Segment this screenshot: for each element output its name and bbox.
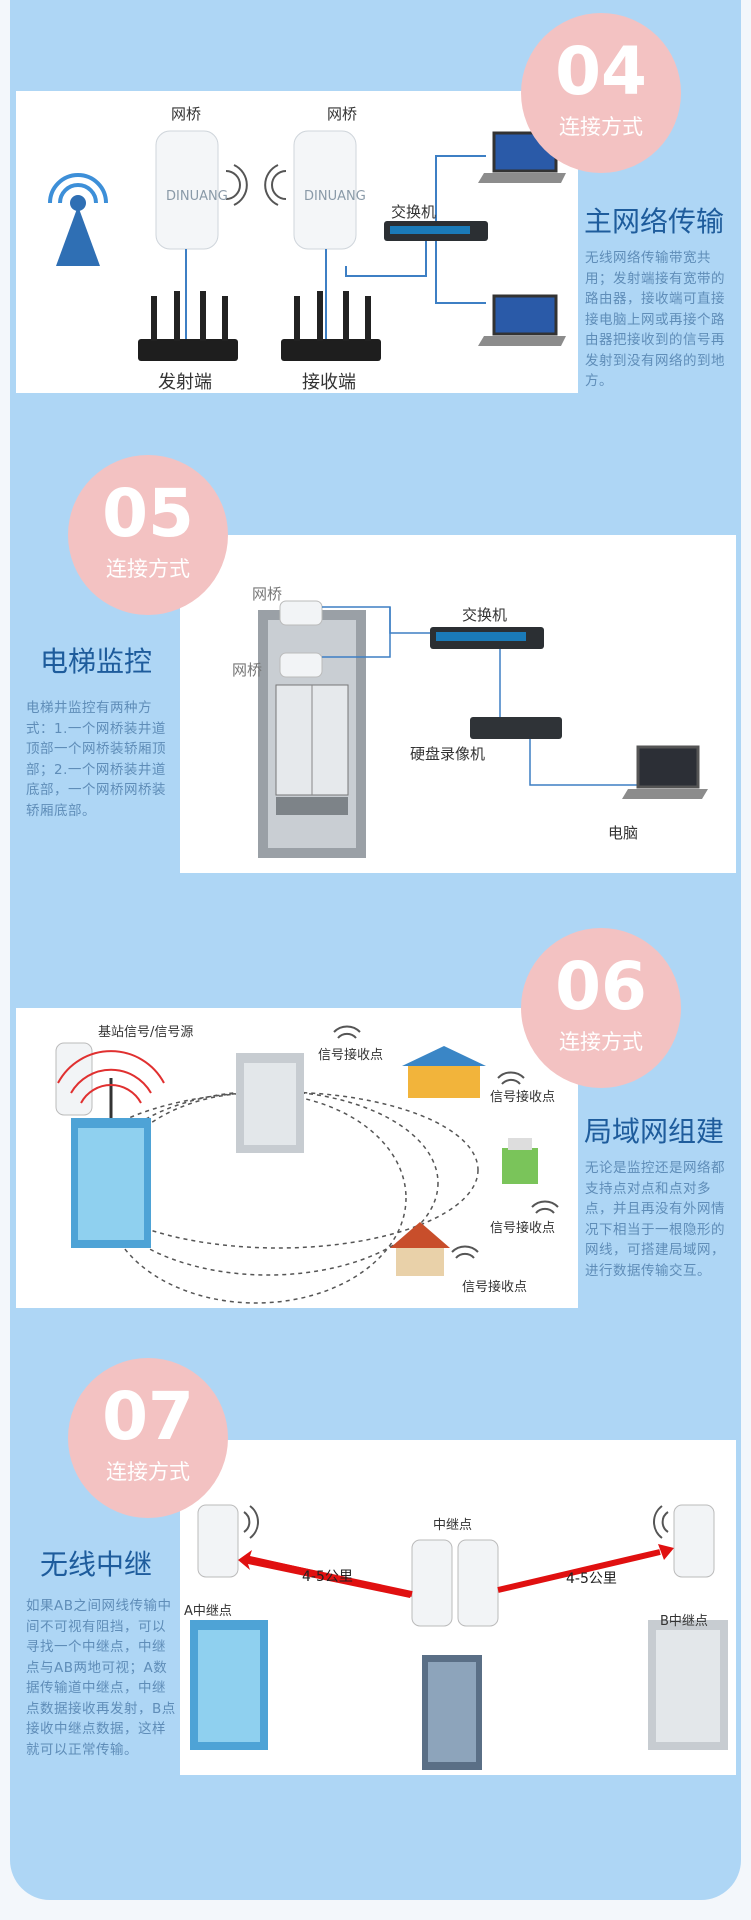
badge-07: 07 连接方式 [68,1358,228,1518]
diagram-panel-07: 中继点 A中继点 B中继点 4-5公里 4-5公里 [180,1440,736,1775]
label-source: 基站信号/信号源 [98,1025,194,1040]
building-a [190,1620,268,1750]
relay-diagram [190,1504,728,1770]
badge-04: 04 连接方式 [521,13,681,173]
badge-number: 05 [102,475,194,552]
label-bridge-left: 网桥 [171,105,202,123]
red-roof-house [390,1222,450,1276]
label-relay: 中继点 [433,1518,473,1533]
tall-building-with-antenna [57,1050,165,1248]
building-relay [422,1655,482,1770]
label-transmit-end: 发射端 [158,372,212,393]
wifi-icons [243,1505,669,1539]
label-receive-2: 信号接收点 [490,1090,556,1105]
office-building [236,1053,304,1153]
label-bridge-right: 网桥 [327,105,358,123]
diagram-panel-05: 网桥 网桥 交换机 硬盘录像机 电脑 [180,535,736,873]
router-right [281,339,381,361]
badge-number: 04 [555,33,647,110]
label-distance-left: 4-5公里 [302,1569,353,1585]
bridge-device-bottom [279,652,323,678]
label-receive-end: 接收端 [302,372,356,393]
label-receive-3: 信号接收点 [490,1221,556,1236]
label-switch: 交换机 [462,606,508,624]
bridge-device-a [197,1504,239,1578]
diagram-panel-06: 基站信号/信号源 信号接收点 信号接收点 信号接收点 信号接收点 [16,1008,578,1308]
section-title: 主网络传输 [584,205,725,238]
label-point-a: A中继点 [184,1604,232,1619]
source-bridge-device [55,1042,93,1116]
label-bridge-bottom: 网桥 [232,661,263,679]
badge-06: 06 连接方式 [521,928,681,1088]
relay-device-right [457,1539,499,1627]
wifi-icons [333,1025,559,1259]
label-receive-4: 信号接收点 [462,1280,528,1295]
label-switch: 交换机 [391,203,437,221]
signal-tower-icon [48,173,108,266]
label-computer: 电脑 [608,824,639,842]
section-description: 无论是监控还是网络都支持点对点和点对多点，并且再没有外网情况下相当于一根隐形的网… [585,1160,725,1279]
laptop-computer [622,745,708,799]
badge-label: 连接方式 [559,115,643,139]
section-title: 局域网组建 [584,1115,725,1148]
link-arrow-right [658,1544,674,1560]
badge-label: 连接方式 [106,557,190,581]
lan-diagram [55,1025,559,1304]
section-description: 电梯井监控有两种方式：1.一个网桥装井道顶部一个网桥装轿厢顶部；2.一个网桥装井… [26,700,166,819]
label-nvr: 硬盘录像机 [410,745,486,763]
warehouse-building [402,1046,486,1098]
badge-05: 05 连接方式 [68,455,228,615]
section-description: 无线网络传输带宽共用；发射端接有宽带的路由器，接收端可直接接电脑上网或再接个路由… [585,250,725,389]
diagram-panel-04: DINUANG DINUANG 网桥 网桥 交换机 发射端 接收端 [16,91,578,393]
nvr-device [470,717,562,739]
page-background: DINUANG DINUANG 网桥 网桥 交换机 发射端 接收端 04 连接方… [10,0,741,1900]
laptop-bottom [478,294,566,346]
building-b [648,1620,728,1750]
badge-label: 连接方式 [559,1030,643,1054]
label-receive-1: 信号接收点 [318,1048,384,1063]
green-house [502,1138,538,1184]
label-bridge-top: 网桥 [252,585,283,603]
elevator-shaft [258,610,366,858]
bridge-brand-right: DINUANG [304,189,366,204]
label-point-b: B中继点 [660,1614,708,1629]
section-description: 如果AB之间网线传输中间不可视有阻挡，可以寻找一个中继点，中继点与AB两地可视；… [26,1598,176,1758]
badge-label: 连接方式 [106,1460,190,1484]
relay-device-left [411,1539,453,1627]
elevator-diagram [258,600,708,858]
section-title: 无线中继 [40,1548,153,1581]
main-network-diagram [48,130,566,361]
badge-number: 06 [555,948,647,1025]
label-distance-right: 4-5公里 [566,1571,617,1587]
bridge-brand-left: DINUANG [166,189,228,204]
router-left [138,339,238,361]
bridge-device-b [673,1504,715,1578]
bridge-device-top [279,600,323,626]
section-title: 电梯监控 [40,645,153,678]
badge-number: 07 [102,1378,194,1455]
